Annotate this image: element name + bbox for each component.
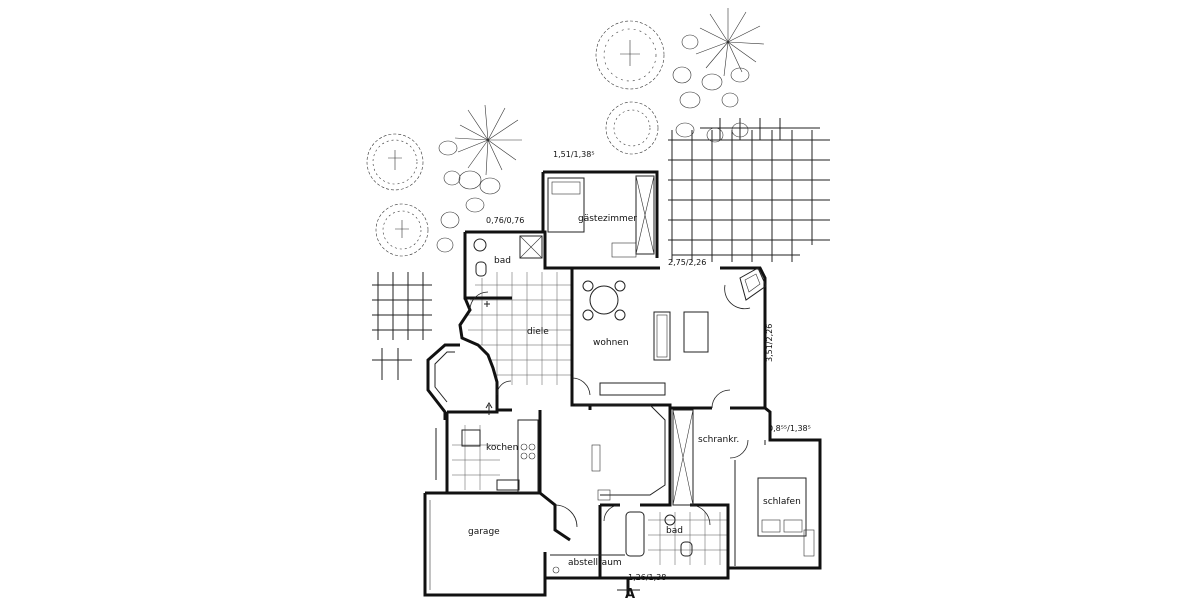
coffee-table — [683, 311, 709, 353]
wardrobe-icon — [635, 175, 655, 255]
entrance-arrow — [484, 301, 493, 415]
bed-icon — [547, 177, 585, 233]
room-label-abstellraum: abstellraum — [568, 558, 622, 568]
landscape — [366, 8, 830, 380]
room-label-diele: diele — [527, 327, 549, 337]
sideboard-icon — [599, 382, 666, 396]
stepping-stones — [436, 34, 750, 253]
room-labels: gästezimmer bad diele wohnen kochen schr… — [468, 214, 801, 568]
terrace-paving-grid — [668, 118, 830, 262]
tree-symbol — [595, 20, 665, 90]
toilet-icon — [680, 541, 693, 557]
wardrobe-icon — [672, 409, 694, 506]
walls — [423, 170, 822, 597]
section-marker: A — [617, 587, 640, 600]
bad-tiles — [648, 512, 728, 565]
sofa-icon — [653, 311, 671, 361]
left-paving-grid — [372, 272, 432, 380]
doors — [469, 291, 749, 528]
room-label-bad-bottom: bad — [666, 526, 683, 536]
hall-counter — [575, 404, 666, 496]
counter-icon — [517, 419, 539, 493]
room-label-schlafen: schlafen — [763, 497, 801, 507]
room-label-bad-top: bad — [494, 256, 511, 266]
bed-icon — [757, 477, 807, 537]
room-label-wohnen: wohnen — [593, 338, 629, 348]
stove-icon — [520, 443, 528, 451]
furniture — [429, 175, 815, 590]
palm-symbol — [454, 104, 522, 176]
bathtub-icon — [625, 511, 645, 557]
dim-bad-window: 0,76/0,76 — [486, 216, 524, 225]
room-label-gaestezimmer: gästezimmer — [578, 214, 637, 224]
room-label-garage: garage — [468, 527, 500, 537]
dimension-labels: 1,51/1,38⁵ 0,76/0,76 2,75/2,26 3,51/2,26… — [486, 150, 811, 582]
dining-table — [582, 280, 626, 321]
washbasin-icon — [473, 238, 487, 252]
dim-terrace-window: 2,75/2,26 — [668, 258, 706, 267]
washbasin-icon — [664, 514, 676, 526]
diele-tiles — [465, 272, 572, 385]
room-label-kochen: kochen — [486, 443, 518, 453]
tree-symbol — [366, 133, 424, 191]
palm-symbol — [695, 8, 765, 77]
dim-schlafen-window: 0,8⁵⁵/1,38⁵ — [768, 424, 811, 433]
shower-icon — [519, 235, 543, 259]
floor-tiles — [452, 272, 728, 565]
fireplace-icon — [724, 267, 767, 310]
dim-entrance-window: 1,26/1,38 — [628, 573, 666, 582]
dim-gaeste-window: 1,51/1,38⁵ — [553, 150, 595, 159]
tree-symbol — [375, 203, 429, 257]
tree-symbol — [605, 101, 659, 155]
room-label-schrankr: schrankr. — [698, 435, 739, 445]
kitchen-tiles — [452, 425, 500, 490]
section-marker-label: A — [625, 587, 635, 600]
dim-wohnen-side-window: 3,51/2,26 — [765, 324, 774, 362]
fridge-icon — [461, 429, 481, 447]
sink-icon — [496, 479, 520, 491]
toilet-icon — [475, 261, 487, 277]
